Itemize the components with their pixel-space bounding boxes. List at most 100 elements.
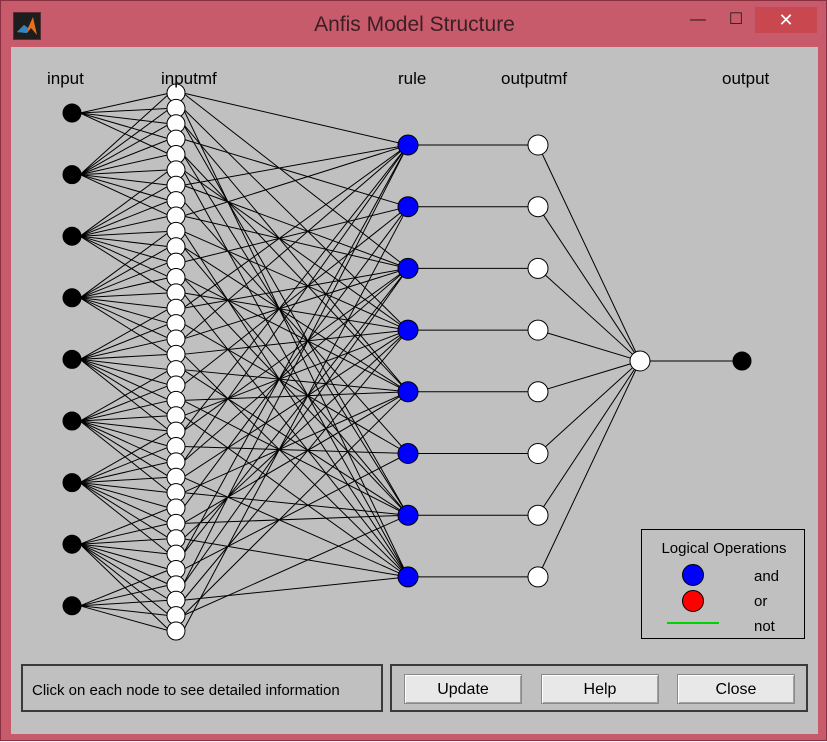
mf-rule-connection xyxy=(182,206,409,509)
rule-node[interactable] xyxy=(397,196,419,218)
input-node[interactable] xyxy=(62,596,82,616)
input-mf-connection xyxy=(79,358,171,417)
input-mf-connection xyxy=(79,369,171,422)
input-mf-connection xyxy=(79,307,171,360)
legend-not-line xyxy=(667,622,719,624)
input-mf-connection xyxy=(79,538,171,545)
update-button[interactable]: Update xyxy=(404,674,522,704)
output-node[interactable] xyxy=(732,351,752,371)
outputmf-node[interactable] xyxy=(527,566,549,588)
outputmf-aggregate-connection xyxy=(537,360,641,516)
rule-node[interactable] xyxy=(397,381,419,403)
mf-rule-connection xyxy=(182,329,409,355)
input-mf-connection xyxy=(79,215,171,237)
mf-rule-connection xyxy=(182,268,409,586)
input-mf-connection xyxy=(79,292,171,299)
input-mf-connection xyxy=(79,297,171,355)
mf-rule-connection xyxy=(182,169,409,331)
outputmf-aggregate-connection xyxy=(537,360,641,454)
input-mf-connection xyxy=(79,107,171,176)
input-node[interactable] xyxy=(62,411,82,431)
minimize-button[interactable]: — xyxy=(690,11,706,28)
input-mf-connection xyxy=(79,235,171,263)
mf-rule-connection xyxy=(182,200,409,454)
layer-label-outputmf: outputmf xyxy=(501,69,568,88)
mf-rule-connection xyxy=(182,144,409,586)
input-mf-connection xyxy=(79,399,171,422)
network-connections xyxy=(79,92,742,632)
rule-node[interactable] xyxy=(397,319,419,341)
maximize-button[interactable]: ☐ xyxy=(728,11,744,28)
inputmf-node[interactable] xyxy=(166,621,186,641)
input-node[interactable] xyxy=(62,288,82,308)
outputmf-node[interactable] xyxy=(527,443,549,464)
rule-node[interactable] xyxy=(397,443,419,464)
mf-rule-connection xyxy=(182,514,409,524)
input-mf-connection xyxy=(79,420,171,463)
input-mf-connection xyxy=(79,569,171,607)
mf-rule-connection xyxy=(182,329,409,417)
mf-rule-connection xyxy=(182,446,409,454)
aggregate-node[interactable] xyxy=(629,350,651,372)
input-mf-connection xyxy=(79,200,171,237)
mf-rule-connection xyxy=(182,323,409,454)
input-mf-connection xyxy=(79,107,171,114)
rule-node[interactable] xyxy=(397,134,419,156)
mf-rule-connection xyxy=(182,329,409,478)
mf-rule-connection xyxy=(182,415,409,578)
input-mf-connection xyxy=(79,358,171,386)
input-mf-connection xyxy=(79,461,171,484)
mf-rule-connection xyxy=(182,144,409,340)
mf-rule-connection xyxy=(182,391,409,524)
input-mf-connection xyxy=(79,446,171,484)
input-mf-connection xyxy=(79,184,171,237)
mf-rule-connection xyxy=(182,92,409,146)
mf-rule-connection xyxy=(182,453,409,570)
close-button[interactable]: Close xyxy=(677,674,795,704)
input-mf-connection xyxy=(79,358,171,401)
title-bar[interactable]: Anfis Model Structure — ☐ ✕ xyxy=(1,1,827,47)
input-mf-connection xyxy=(79,476,171,484)
input-node[interactable] xyxy=(62,473,82,493)
mf-rule-connection xyxy=(182,391,409,494)
mf-rule-connection xyxy=(182,154,409,393)
legend-or-dot xyxy=(682,590,704,612)
mf-rule-connection xyxy=(182,144,409,432)
input-mf-connection xyxy=(79,338,171,360)
close-window-button[interactable]: ✕ xyxy=(755,7,817,33)
mf-rule-connection xyxy=(182,391,409,616)
input-mf-connection xyxy=(79,420,171,478)
input-node[interactable] xyxy=(62,226,82,246)
input-mf-connection xyxy=(79,235,171,278)
input-mf-connection xyxy=(79,174,171,202)
input-mf-connection xyxy=(79,543,171,570)
input-mf-connection xyxy=(79,323,171,360)
outputmf-node[interactable] xyxy=(527,381,549,403)
mf-rule-connection xyxy=(182,144,409,555)
outputmf-node[interactable] xyxy=(527,504,549,526)
input-node[interactable] xyxy=(62,165,82,185)
info-panel: Click on each node to see detailed infor… xyxy=(21,664,383,712)
button-panel: Update Help Close xyxy=(390,664,808,712)
rule-node[interactable] xyxy=(397,566,419,588)
mf-rule-connection xyxy=(182,144,409,186)
outputmf-node[interactable] xyxy=(527,196,549,218)
layer-label-output: output xyxy=(722,69,770,88)
outputmf-node[interactable] xyxy=(527,319,549,341)
input-node[interactable] xyxy=(62,534,82,554)
outputmf-node[interactable] xyxy=(527,257,549,279)
input-mf-connection xyxy=(79,482,171,524)
input-mf-connection xyxy=(79,482,171,540)
input-mf-connection xyxy=(79,174,171,217)
rule-node[interactable] xyxy=(397,504,419,526)
input-mf-connection xyxy=(79,92,171,114)
mf-rule-connection xyxy=(182,206,409,386)
help-button[interactable]: Help xyxy=(541,674,659,704)
rule-node[interactable] xyxy=(397,257,419,279)
network-nodes xyxy=(62,83,752,641)
outputmf-node[interactable] xyxy=(527,134,549,156)
mf-rule-connection xyxy=(182,329,409,601)
mf-rule-connection xyxy=(182,144,409,217)
input-node[interactable] xyxy=(62,103,82,123)
input-node[interactable] xyxy=(62,349,82,369)
